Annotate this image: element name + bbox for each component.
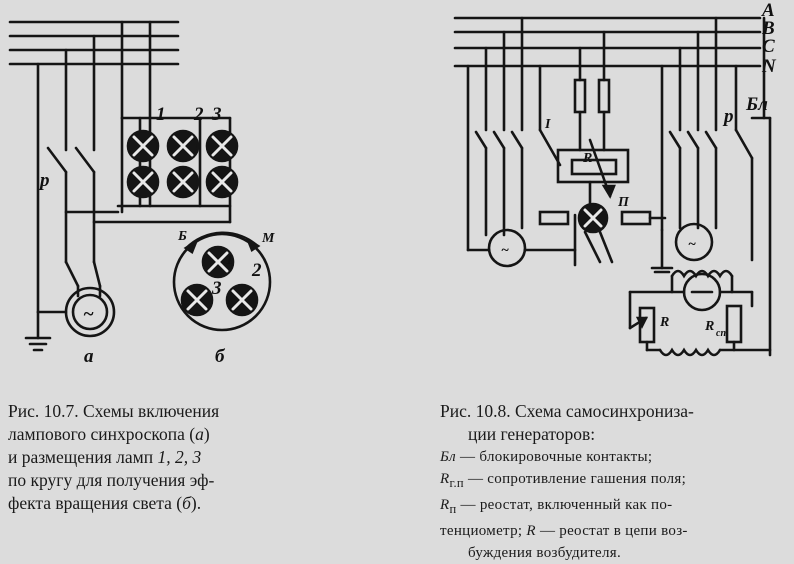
label-bl: Бл — [745, 94, 768, 115]
fuses — [573, 30, 611, 152]
caption1-line4: по кругу для получения эф- — [8, 470, 215, 490]
legend-rp-term: R — [440, 497, 450, 513]
schemes-drawing: р а б 1 2 3 Б М 1 2 3 ~ — [8, 0, 777, 367]
legend-bl: Бл — блокировочные контакты; — [440, 446, 790, 468]
caption1-line5-b: б — [182, 493, 191, 513]
caption1-line5: фекта вращения света (б). — [8, 492, 298, 515]
legend-bl-text: — блокировочные контакты; — [456, 449, 653, 465]
label-circle-2: 2 — [251, 260, 262, 281]
label-arc-m: М — [261, 231, 275, 246]
legend-rp-sub: п — [449, 502, 457, 516]
caption1-line2-b: а — [195, 424, 204, 444]
caption-fig-10-7: Рис. 10.7. Схемы включения лампового син… — [8, 400, 298, 515]
legend-rgp-sub: г.п — [449, 476, 464, 490]
label-a: а — [84, 346, 94, 367]
caption1-line3-a: и размещения ламп — [8, 447, 158, 467]
legend-r: тенциометр; R — реостат в цепи воз- — [440, 520, 790, 542]
right-generator-branch — [660, 16, 772, 357]
generator-a — [24, 284, 116, 352]
caption1-line3-b: 1, 2, 3 — [157, 447, 202, 467]
caption-fig-10-8: Рис. 10.8. Схема самосинхрониза- ции ген… — [440, 400, 790, 564]
label-rsp: R — [704, 319, 714, 334]
caption2-line1: Рис. 10.8. Схема самосинхрониза- — [440, 401, 694, 421]
legend-r-pre: тенциометр; — [440, 523, 527, 539]
switch-p — [46, 146, 102, 288]
lamp-circle — [172, 231, 272, 332]
legend-rgp-text: — сопротивление гашения поля; — [463, 471, 687, 487]
label-rsp-sub: сп — [716, 328, 726, 339]
generator-symbol-left: ~ — [501, 243, 509, 258]
lamp-p — [577, 202, 609, 234]
label-p-right: р — [722, 106, 734, 127]
bus-bars-right — [453, 16, 762, 68]
exciter-circuit — [628, 228, 772, 357]
bus-label-c: C — [762, 36, 775, 57]
label-lamp-3: 3 — [211, 104, 222, 125]
caption1-line2: лампового синхроскопа (а) — [8, 423, 298, 446]
caption1-line1: Рис. 10.7. Схемы включения — [8, 401, 220, 421]
legend-bl-term: Бл — [440, 449, 456, 465]
caption1-line5-c: ). — [190, 493, 202, 513]
bus-label-a: A — [761, 0, 775, 21]
label-b: б — [215, 346, 226, 367]
label-lamp-1: 1 — [156, 104, 166, 125]
caption1-line2-c: ) — [203, 424, 210, 444]
label-circle-1: 1 — [226, 253, 233, 268]
legend-rgp: Rг.п — сопротивление гашения поля; — [440, 468, 790, 494]
label-one: I — [544, 117, 551, 132]
label-circle-3: 3 — [211, 278, 222, 299]
legend-rp: Rп — реостат, включенный как по- — [440, 494, 790, 520]
label-lamp-2: 2 — [193, 104, 204, 125]
generator-symbol: ~ — [83, 304, 94, 325]
left-generator-branch — [466, 16, 577, 268]
legend-rp-text: — реостат, включенный как по- — [456, 497, 673, 513]
bus-taps-left — [36, 20, 152, 314]
field-resistor — [556, 138, 630, 264]
lamp-matrix — [126, 129, 239, 199]
legend-r-term: R — [526, 523, 536, 539]
label-p: р — [38, 170, 50, 191]
generator-symbol-right: ~ — [688, 237, 696, 252]
legend-last: буждения возбудителя. — [468, 545, 622, 561]
fig-10-7-scheme — [8, 20, 272, 352]
legend-r-text: — реостат в цепи воз- — [535, 523, 688, 539]
caption1-line2-a: лампового синхроскопа ( — [8, 424, 196, 444]
caption1-line3: и размещения ламп 1, 2, 3 — [8, 446, 298, 469]
label-r: R — [659, 315, 669, 330]
label-arc-b: Б — [177, 229, 187, 244]
label-lamp-p: П — [617, 195, 630, 210]
fig-10-8-scheme — [453, 16, 772, 357]
bus-label-b: B — [761, 18, 775, 39]
bus-label-n: N — [761, 56, 777, 77]
label-rgp: R — [582, 151, 592, 166]
caption2-line2: ции генераторов: — [468, 424, 596, 444]
caption1-line5-a: фекта вращения света ( — [8, 493, 183, 513]
legend-rgp-term: R — [440, 471, 450, 487]
